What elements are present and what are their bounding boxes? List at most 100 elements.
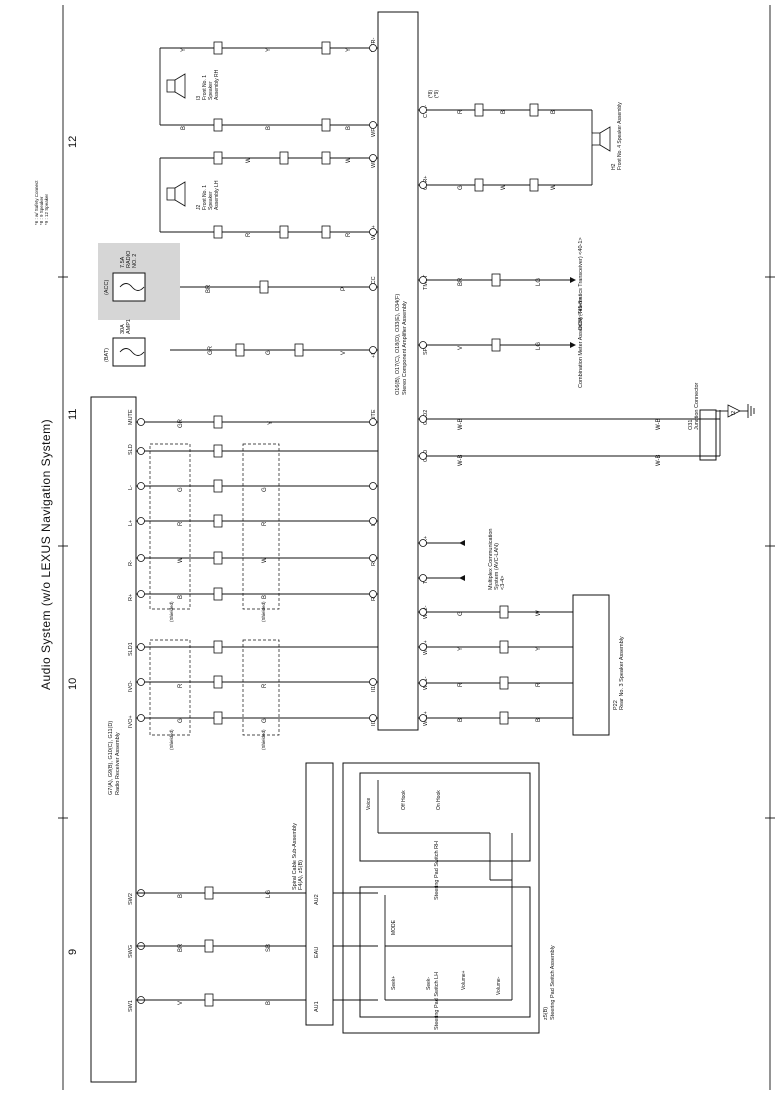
steering-switch-network bbox=[377, 780, 513, 1001]
svg-text:WFR+: WFR+ bbox=[371, 121, 377, 137]
svg-text:R: R bbox=[246, 232, 252, 237]
spiral-cable-label: Spiral Cable Sub-Assembly bbox=[292, 823, 298, 890]
svg-text:Voice: Voice bbox=[366, 798, 372, 810]
svg-text:(Shielded): (Shielded) bbox=[261, 729, 266, 750]
svg-text:SW1: SW1 bbox=[128, 1000, 134, 1012]
ground-id: I2 bbox=[731, 411, 737, 415]
bus-wire-colors: GR Y G G R R W W B B R R G G bbox=[178, 418, 274, 723]
svg-text:GR: GR bbox=[208, 345, 214, 355]
svg-text:V: V bbox=[341, 351, 347, 355]
svg-text:MUTE: MUTE bbox=[371, 409, 377, 425]
svg-text:H2: H2 bbox=[611, 163, 617, 170]
svg-text:W: W bbox=[536, 610, 542, 616]
svg-text:Y: Y bbox=[458, 647, 464, 651]
svg-text:B: B bbox=[501, 110, 507, 114]
svg-text:*6 : w/ Safety Connect: *6 : w/ Safety Connect bbox=[34, 180, 39, 225]
page-number-12: 12 bbox=[67, 136, 79, 148]
svg-text:SB: SB bbox=[266, 944, 272, 952]
svg-text:SPD: SPD bbox=[423, 344, 429, 355]
svg-text:AMP1: AMP1 bbox=[126, 319, 132, 334]
svg-text:R: R bbox=[346, 232, 352, 237]
svg-text:MUTE: MUTE bbox=[128, 409, 134, 425]
svg-text:W: W bbox=[262, 557, 268, 563]
page-number-11: 11 bbox=[67, 409, 79, 420]
svg-text:B: B bbox=[536, 718, 542, 722]
svg-text:W: W bbox=[551, 184, 557, 190]
steering-pad-id: z5(B) bbox=[543, 1007, 549, 1020]
svg-text:L+: L+ bbox=[128, 520, 134, 526]
svg-text:Volume-: Volume- bbox=[496, 976, 502, 995]
spiral-pin-labels: AU2 EAU AU1 bbox=[314, 894, 320, 1012]
svg-text:G: G bbox=[178, 487, 184, 492]
svg-text:(Shielded): (Shielded) bbox=[261, 601, 266, 622]
junction-connector-label: Junction Connector bbox=[694, 382, 700, 430]
svg-text:IVO+: IVO+ bbox=[128, 715, 134, 728]
amplifier-box bbox=[377, 11, 419, 731]
radio-pin-labels: SW1 SWG SW2 IVO+ IVO- SLD1 R+ R- L+ L- S… bbox=[128, 409, 134, 1012]
svg-text:B: B bbox=[346, 126, 352, 130]
right-side-wires bbox=[418, 109, 721, 719]
receiver-amp-wires bbox=[136, 421, 378, 719]
svg-text:G: G bbox=[458, 611, 464, 616]
svg-text:Y: Y bbox=[536, 647, 542, 651]
steering-pad-lh-label: Steering Pad Switch LH bbox=[434, 972, 440, 1030]
fuse-acc-box bbox=[112, 272, 146, 302]
fuse-acc-icon bbox=[119, 283, 145, 291]
radio-receiver-box bbox=[90, 396, 137, 1083]
svg-text:SW2: SW2 bbox=[128, 893, 134, 905]
svg-text:G: G bbox=[266, 350, 272, 355]
notes: *6 : w/ Safety Connect *8 : 9 Speaker *9… bbox=[34, 180, 49, 225]
svg-text:R: R bbox=[262, 521, 268, 526]
amplifier-terminals bbox=[369, 44, 427, 722]
svg-text:W-B: W-B bbox=[656, 418, 662, 430]
svg-text:Y: Y bbox=[266, 48, 272, 52]
svg-text:<3-4>: <3-4> bbox=[500, 576, 506, 590]
svg-text:GR: GR bbox=[178, 418, 184, 428]
svg-text:SLD: SLD bbox=[128, 444, 134, 455]
svg-text:R: R bbox=[536, 682, 542, 687]
svg-text:MODE: MODE bbox=[391, 919, 397, 935]
fuse-labels: (ACC) 7.5A RADIO NO. 2 (BAT) 30A AMP1 bbox=[104, 250, 138, 362]
junction-connector-box bbox=[699, 409, 717, 461]
svg-text:Assembly LH: Assembly LH bbox=[214, 180, 220, 210]
svg-text:J2: J2 bbox=[196, 205, 202, 211]
svg-text:B: B bbox=[458, 718, 464, 722]
amplifier-label: Stereo Component Amplifier Assembly bbox=[402, 301, 408, 395]
spiral-cable-id: F4(A), z5(B) bbox=[298, 860, 304, 890]
svg-text:BR: BR bbox=[206, 284, 212, 293]
steering-wires bbox=[136, 892, 378, 1001]
svg-text:B: B bbox=[262, 595, 268, 599]
steering-pad-lh-box bbox=[359, 886, 531, 1018]
svg-text:W-B: W-B bbox=[458, 454, 464, 466]
svg-text:P: P bbox=[341, 287, 347, 291]
right-wire-colors: R B B G W W BR LG V LG W-B W-B W-B W-B G… bbox=[458, 109, 662, 722]
svg-text:B: B bbox=[178, 894, 184, 898]
svg-text:(ACC): (ACC) bbox=[104, 280, 110, 295]
svg-text:Multiplex Communication: Multiplex Communication bbox=[488, 529, 494, 590]
shielded-labels: (Shielded) (Shielded) (Shielded) (Shield… bbox=[169, 601, 266, 750]
steering-switch-labels: Voice Off Hook On Hook MODE Seek+ Seek- … bbox=[366, 790, 502, 995]
svg-text:On Hook: On Hook bbox=[436, 790, 442, 810]
svg-text:Y: Y bbox=[181, 48, 187, 52]
front-speaker-wires bbox=[159, 47, 378, 351]
svg-text:LG: LG bbox=[266, 890, 272, 898]
svg-text:G: G bbox=[262, 487, 268, 492]
spiral-cable-box bbox=[305, 762, 334, 1026]
svg-text:B: B bbox=[551, 110, 557, 114]
svg-text:AU1: AU1 bbox=[314, 1001, 320, 1012]
junction-connector-id: O31 bbox=[688, 420, 694, 430]
rear-speaker-label: Rear No. 3 Speaker Assembly bbox=[619, 636, 625, 710]
svg-text:ACC: ACC bbox=[371, 276, 377, 288]
amplifier-id: O16(B), O17(C), O18(D), O33(E), O34(F) bbox=[395, 294, 401, 395]
front-speaker-labels: I3 Front No. 1 Speaker Assembly RH J2 Fr… bbox=[196, 69, 623, 210]
svg-text:DCM (Telematics Transceiver) <: DCM (Telematics Transceiver) <40-1> bbox=[578, 237, 584, 330]
svg-text:SWG: SWG bbox=[128, 945, 134, 958]
svg-text:Y: Y bbox=[268, 421, 274, 425]
svg-text:R-: R- bbox=[371, 560, 377, 566]
svg-text:W: W bbox=[246, 157, 252, 163]
steering-wire-colors: B LG BR SB V B bbox=[178, 890, 272, 1005]
svg-text:AU2: AU2 bbox=[314, 894, 320, 905]
svg-text:I3: I3 bbox=[196, 96, 202, 100]
external-references: DCM (Telematics Transceiver) <40-1> Comb… bbox=[488, 237, 584, 590]
svg-text:NO. 2: NO. 2 bbox=[132, 254, 138, 268]
